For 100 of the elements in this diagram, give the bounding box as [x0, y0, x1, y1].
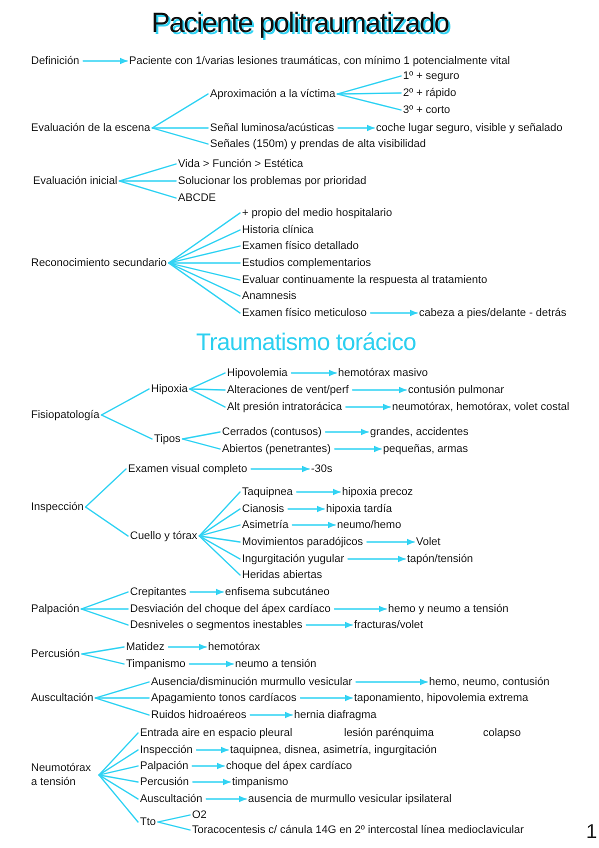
branch-label: Tto — [140, 815, 156, 829]
branch-label: Señal luminosa/acústicas — [210, 121, 334, 135]
result-text: neumo/hemo — [337, 518, 402, 532]
branch-label: Ausencia/disminución murmullo vesicular — [151, 675, 352, 689]
branch-line — [336, 75, 402, 95]
branch-line — [81, 646, 125, 655]
topic-label: Inspección — [31, 500, 84, 514]
branch-label: Matidez — [126, 640, 165, 654]
note-text: colapso — [483, 726, 521, 740]
branch-line — [118, 180, 177, 199]
branch-line — [80, 591, 129, 610]
branch-line — [168, 262, 241, 314]
branch-label: Examen físico meticuloso — [242, 306, 367, 320]
result-text: taquipnea, disnea, asimetría, ingurgitación — [230, 743, 437, 757]
branch-line — [198, 535, 241, 543]
topic-label: Percusión — [31, 647, 80, 661]
branch-line — [98, 774, 139, 783]
arrow — [334, 446, 382, 452]
branch-label: Ruidos hidroaéreos — [151, 708, 246, 722]
branch-line — [94, 697, 150, 716]
branch-line — [80, 608, 129, 626]
topic-label: Evaluación de la escena — [31, 121, 150, 135]
branch-label: Taquipnea — [242, 485, 293, 499]
branch-line — [98, 774, 139, 800]
branch-label: Auscultación — [140, 792, 202, 806]
branch-line — [168, 229, 241, 264]
arrow — [168, 644, 207, 650]
result-text: pequeñas, armas — [383, 442, 468, 456]
topic-label: Neumotórax a tensión — [31, 761, 97, 789]
arrow — [366, 538, 415, 546]
branch-line — [81, 653, 125, 665]
arrow — [355, 678, 428, 686]
arrow — [292, 522, 336, 528]
branch-label: Desviación del choque del ápex cardíaco — [130, 602, 331, 616]
branch-line — [84, 468, 127, 508]
branch-line — [152, 127, 209, 129]
topic-label: Auscultación — [31, 691, 94, 705]
branch-label: Cerrados (contusos) — [222, 425, 322, 439]
branch-label: Hipoxia — [151, 382, 188, 396]
result-text: fracturas/volet — [354, 618, 424, 632]
arrow — [300, 694, 353, 702]
branch-line — [98, 732, 139, 776]
branch-label: Heridas abiertas — [242, 568, 322, 582]
branch-label: Entrada aire en espacio pleural — [140, 726, 292, 740]
result-text: Paciente con 1/varias lesiones traumáticas, con mínimo 1 potencialmente vital — [129, 54, 510, 68]
branch-line — [168, 212, 241, 264]
branch-label: Alt presión intratorácica — [227, 400, 342, 414]
branch-line — [336, 93, 402, 111]
result-text: hemo, neumo, contusión — [429, 675, 550, 689]
result-text: ausencia de murmullo vesicular ipsilateral — [248, 792, 452, 806]
result-text: hipoxia precoz — [342, 485, 413, 499]
branch-label: Aproximación a la víctima — [210, 87, 336, 101]
result-text: hernia diafragma — [294, 708, 377, 722]
result-text: taponamiento, hipovolemia extrema — [354, 691, 528, 705]
branch-line — [98, 774, 139, 823]
arrow — [250, 466, 310, 472]
branch-label: Inspección — [140, 743, 193, 757]
branch-label: + propio del medio hospitalario — [242, 206, 392, 220]
branch-line — [98, 765, 139, 776]
branch-label: Alteraciones de vent/perf — [227, 383, 349, 397]
branch-label: Movimientos paradójicos — [242, 535, 364, 549]
branch-line — [168, 262, 241, 297]
arrow — [206, 796, 247, 802]
branch-label: Crepitantes — [130, 585, 186, 599]
arrow — [324, 428, 369, 436]
branch-line — [152, 93, 209, 129]
arrow — [250, 712, 293, 718]
branch-label: 1º + seguro — [403, 69, 460, 83]
branch-label: Señales (150m) y prendas de alta visibilidad — [210, 137, 426, 151]
branch-line — [80, 608, 129, 610]
result-text: timpanismo — [232, 775, 288, 789]
arrow — [347, 556, 406, 562]
arrow — [288, 506, 325, 512]
topic-label: Evaluación inicial — [33, 174, 118, 188]
arrow — [82, 58, 128, 64]
branch-line — [198, 535, 241, 560]
branch-line — [168, 245, 241, 264]
arrow — [370, 310, 418, 316]
branch-label: Percusión — [140, 775, 189, 789]
branch-label: Estudios complementarios — [242, 256, 372, 270]
branch-label: Vida > Función > Estética — [178, 157, 304, 171]
branch-label: Desniveles o segmentos inestables — [130, 618, 302, 632]
result-text: neumo a tensión — [235, 657, 316, 671]
branch-label: Cuello y tórax — [130, 529, 198, 543]
branch-line — [100, 388, 150, 416]
topic-label: Reconocimiento secundario — [31, 256, 167, 270]
branch-label: Examen físico detallado — [242, 239, 359, 253]
arrow — [352, 386, 407, 394]
arrow — [190, 588, 224, 596]
branch-line — [94, 697, 150, 699]
branch-label: Tipos — [154, 432, 180, 446]
branch-line — [168, 262, 241, 264]
result-text: Volet — [416, 535, 440, 549]
branch-line — [182, 431, 221, 440]
branch-line — [198, 524, 241, 537]
topic-label: Definición — [31, 54, 80, 68]
page-title: Paciente politraumatizado — [151, 6, 449, 40]
arrow — [306, 622, 353, 628]
branch-line — [168, 262, 241, 281]
branch-label: Timpanismo — [126, 657, 186, 671]
